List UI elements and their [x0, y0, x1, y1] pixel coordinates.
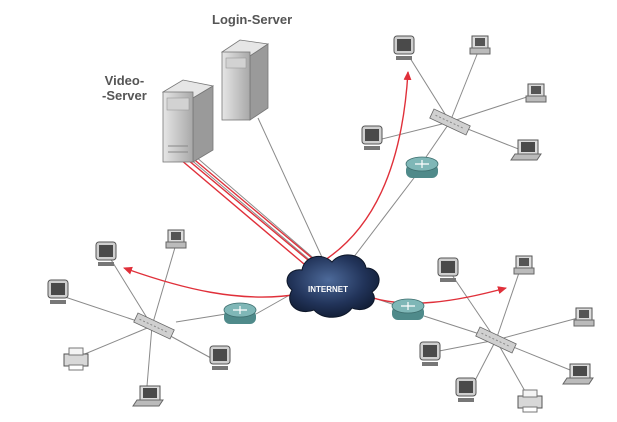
- desktop-monitor-icon: [95, 241, 117, 266]
- internet-label: INTERNET: [308, 285, 348, 294]
- video-server-label-line1: Video-: [104, 73, 145, 88]
- desktop-monitor-icon: [419, 341, 441, 366]
- router-icon: [223, 302, 257, 324]
- link-video-server-b: [187, 149, 319, 263]
- router-icon: [405, 156, 439, 178]
- network-switch-icon: [429, 108, 471, 136]
- router-icon: [391, 298, 425, 320]
- laptop-icon: [132, 385, 164, 407]
- desktop-pc-icon: [513, 255, 535, 275]
- network-switch-icon: [475, 326, 517, 354]
- desktop-pc-icon: [469, 35, 491, 55]
- video-server-label: Video- -Server: [102, 73, 147, 103]
- video-server-icon: [161, 79, 215, 163]
- desktop-pc-icon: [525, 83, 547, 103]
- desktop-monitor-icon: [437, 257, 459, 282]
- link-video-server-a: [181, 151, 313, 263]
- desktop-monitor-icon: [209, 345, 231, 370]
- link-router-tr: [349, 169, 421, 263]
- link-login-server: [257, 117, 327, 267]
- laptop-icon: [562, 363, 594, 385]
- link-switch-left-router: [175, 313, 227, 323]
- video-server-label-line2: -Server: [102, 88, 147, 103]
- desktop-monitor-icon: [47, 279, 69, 304]
- desktop-monitor-icon: [393, 35, 415, 60]
- printer-icon: [63, 347, 89, 371]
- desktop-monitor-icon: [455, 377, 477, 402]
- printer-icon: [517, 389, 543, 413]
- laptop-icon: [510, 139, 542, 161]
- network-switch-icon: [133, 312, 175, 340]
- login-server-icon: [220, 39, 270, 121]
- link-switch-tr-router: [423, 121, 451, 161]
- desktop-pc-icon: [165, 229, 187, 249]
- login-server-label: Login-Server: [212, 12, 293, 27]
- desktop-monitor-icon: [361, 125, 383, 150]
- internet-cloud-icon: INTERNET: [286, 254, 380, 318]
- desktop-pc-icon: [573, 307, 595, 327]
